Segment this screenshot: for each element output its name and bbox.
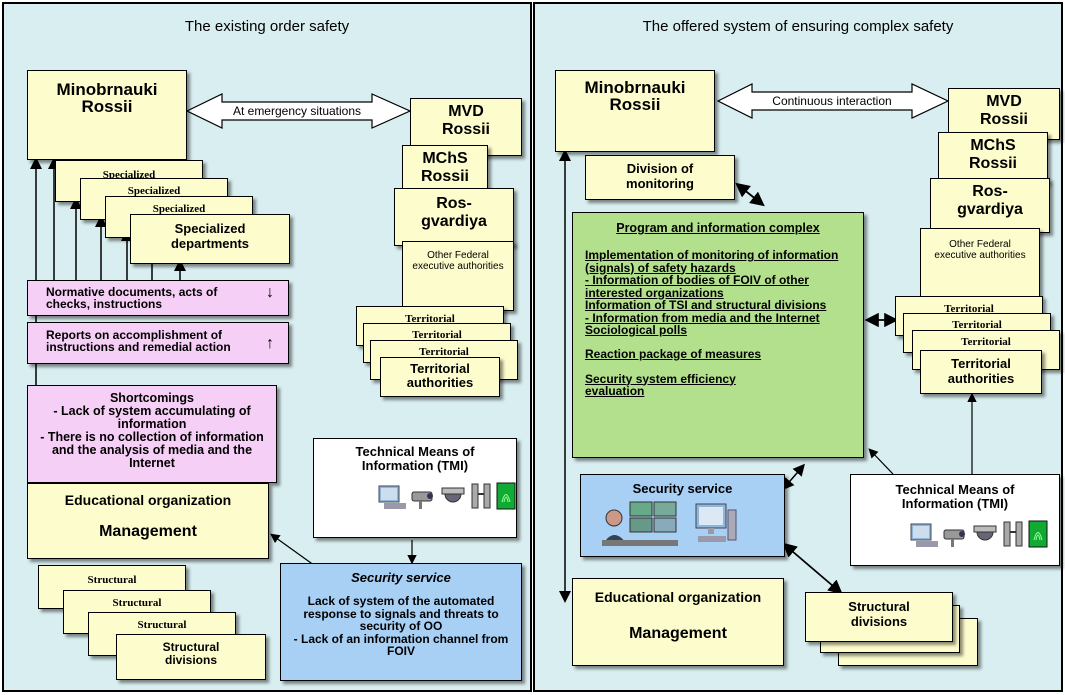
left-territorial-authorities-box: Territorial authorities	[380, 357, 500, 397]
fingerprint-scanner-icon	[1028, 520, 1048, 548]
fingerprint-scanner-icon	[496, 482, 516, 510]
left-structural-divisions-box: Structural divisions	[116, 634, 266, 680]
right-tmi-box: Technical Means of Information (TMI)	[850, 474, 1060, 566]
right-other-federal-box: Other Federal executive authorities	[920, 228, 1040, 298]
left-security-service-box: Security service Lack of system of the a…	[280, 563, 522, 681]
right-division-monitoring-box: Division of monitoring	[585, 155, 735, 200]
right-panel-title: The offered system of ensuring complex s…	[642, 18, 954, 35]
computer-icon	[910, 523, 938, 547]
left-ministry-box: Minobrnauki Rossii	[27, 70, 187, 160]
computer-icon	[378, 485, 406, 509]
down-arrow-icon: ↓	[266, 284, 274, 301]
left-tmi-icons	[378, 482, 516, 510]
complex-item-5: Sociological polls	[585, 323, 688, 337]
left-educational-organization-box: Educational organization Management	[27, 483, 269, 559]
complex-item-3: Information of TSI and structural divisi…	[585, 298, 827, 312]
dome-camera-icon	[973, 525, 997, 541]
right-rosgvardiya-box: Ros- gvardiya	[930, 178, 1050, 233]
right-arrow-label: Continuous interaction	[772, 94, 892, 108]
right-educational-organization-box: Educational organization Management	[572, 578, 784, 666]
right-program-complex-box: Program and information complex Implemen…	[572, 212, 864, 458]
right-structural-divisions-box: Structural divisions	[805, 592, 953, 642]
left-other-federal-box: Other Federal executive authorities	[402, 241, 514, 311]
turnstile-icon	[1003, 521, 1023, 547]
complex-item-1: Implementation of monitoring of informat…	[585, 248, 839, 275]
right-territorial-authorities-box: Territorial authorities	[920, 350, 1042, 394]
complex-item-2: - Information of bodies of FOIV of other…	[585, 273, 809, 300]
operator-monitors-icon	[602, 501, 678, 546]
left-arrow-label: At emergency situations	[232, 104, 362, 118]
right-ministry-box: Minobrnauki Rossii	[555, 70, 715, 152]
reaction-package-label: Reaction package of measures	[585, 346, 762, 361]
up-arrow-icon: ↑	[266, 335, 274, 352]
left-normative-box: Normative documents, acts of checks, ins…	[27, 280, 289, 316]
cctv-camera-icon	[943, 529, 965, 547]
dome-camera-icon	[441, 487, 465, 503]
left-panel-title: The existing order safety	[184, 18, 350, 35]
cctv-camera-icon	[411, 491, 433, 509]
left-tmi-box: Technical Means of Information (TMI)	[313, 438, 517, 538]
turnstile-icon	[471, 483, 491, 509]
left-rosgvardiya-box: Ros- gvardiya	[394, 188, 514, 246]
right-tmi-icons	[910, 520, 1048, 548]
left-shortcomings-box: Shortcomings - Lack of system accumulati…	[27, 385, 277, 483]
right-security-icons	[600, 500, 738, 548]
complex-item-4: - Information from media and the Interne…	[585, 310, 820, 325]
efficiency-evaluation-label: Security system efficiency evaluation	[585, 371, 736, 398]
left-reports-box: Reports on accomplishment of instruction…	[27, 322, 289, 364]
left-ministry-label: Minobrnauki Rossii	[56, 80, 158, 116]
right-mchs-box: MChS Rossii	[938, 132, 1048, 184]
computer-icon	[695, 503, 737, 542]
right-mvd-box: MVD Rossii	[948, 88, 1060, 140]
left-specialized-departments-box: Specialized departments	[130, 214, 290, 264]
